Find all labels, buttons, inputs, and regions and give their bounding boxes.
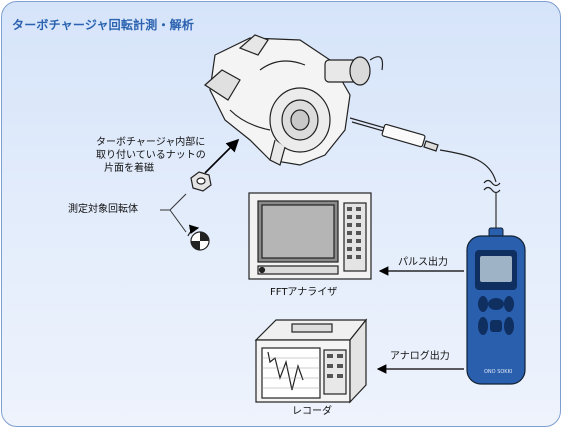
pulse-output-label: パルス出力 [398,257,448,268]
magnet-label-line3: 片面を着磁 [104,163,154,174]
device-logo: ONO SOKKI [484,369,513,375]
fft-analyzer [248,192,372,280]
magnet-arrow [204,138,240,174]
analog-output-label: アナログ出力 [390,351,450,362]
rotation-icon [187,224,210,251]
recorder [254,318,368,404]
magnet-label-line2: 取り付いているナットの [96,150,206,161]
nut-icon [190,171,212,192]
turbocharger [204,34,384,166]
magnetic-probe [349,117,501,232]
magnet-label-line1: ターボチャージャ内部に [96,137,206,148]
measured-object-label: 測定対象回転体 [68,204,138,215]
bracket-lines [160,193,187,233]
handheld-tachometer [466,227,526,385]
page-title: ターボチャージャ回転計測・解析 [12,18,195,32]
recorder-label: レコーダ [292,406,332,417]
fft-analyzer-label: FFTアナライザ [270,287,338,298]
